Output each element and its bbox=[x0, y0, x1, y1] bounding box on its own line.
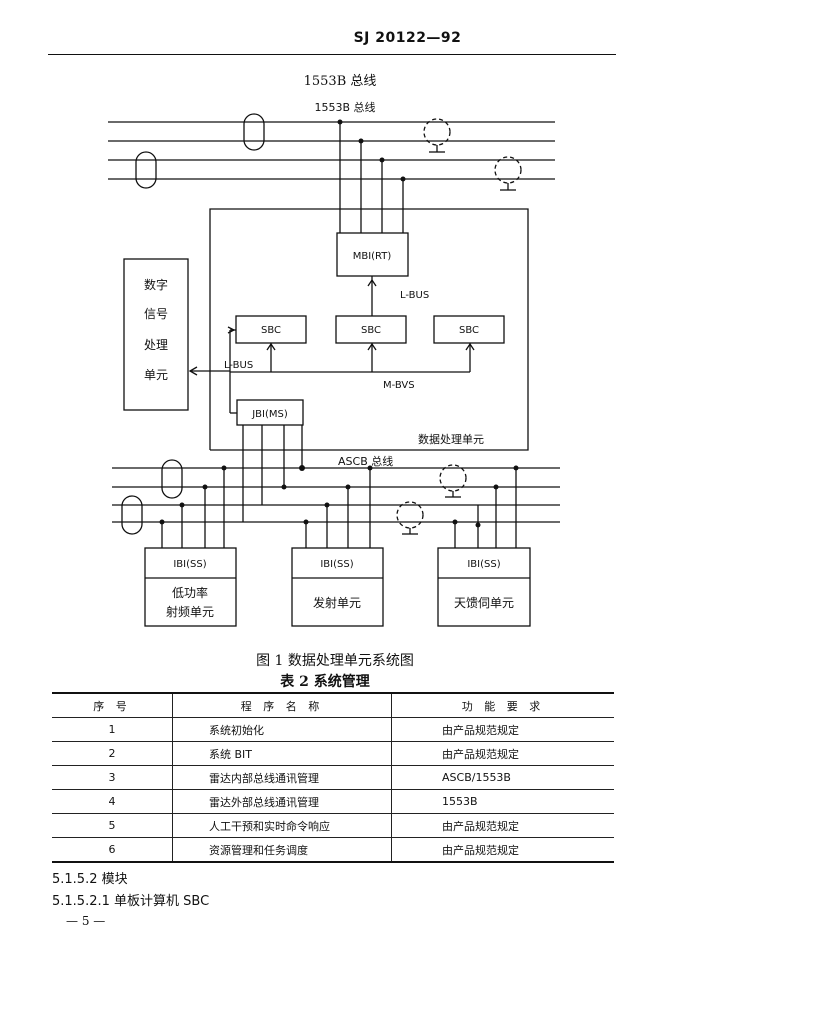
bus-coupler bbox=[121, 495, 143, 535]
terminator bbox=[396, 501, 424, 529]
sbc-label-3: SBC bbox=[459, 325, 479, 336]
cell-index: 6 bbox=[52, 837, 173, 863]
cell-requirement: 1553B bbox=[391, 789, 614, 814]
cell-program: 雷达内部总线通讯管理 bbox=[172, 765, 392, 790]
cell-program: 系统初始化 bbox=[172, 717, 392, 742]
bus-1553b-label: 1553B 总线 bbox=[314, 100, 375, 114]
terminator bbox=[494, 156, 522, 184]
unit-low-power-rf bbox=[144, 547, 237, 627]
bus-coupler bbox=[135, 151, 157, 189]
page-number: — 5 — bbox=[66, 914, 106, 928]
unit-transmitter-label: 发射单元 bbox=[313, 595, 361, 610]
dsp-label-2: 信号 bbox=[144, 307, 168, 321]
standard-number-header: SJ 20122—92 bbox=[353, 30, 462, 46]
table-row: 5 人工干预和实时命令响应 由产品规范规定 bbox=[52, 813, 614, 838]
jbi-block bbox=[236, 399, 304, 426]
cell-index: 1 bbox=[52, 717, 173, 742]
sbc-block-3 bbox=[433, 315, 505, 344]
table-row: 2 系统 BIT 由产品规范规定 bbox=[52, 741, 614, 766]
header-rule bbox=[48, 54, 616, 55]
terminator bbox=[423, 118, 451, 146]
system-diagram: 1553B 总线 MBI(RT) L-BUS SBC SBC SBC L-BUS… bbox=[108, 100, 560, 627]
lbus-top-label: L-BUS bbox=[400, 290, 429, 301]
dsp-label-1: 数字 bbox=[144, 277, 168, 292]
mbi-label: MBI(RT) bbox=[353, 251, 392, 262]
dsp-label-4: 单元 bbox=[144, 368, 168, 382]
cell-program: 资源管理和任务调度 bbox=[172, 837, 392, 863]
jbi-label: JBI(MS) bbox=[251, 409, 288, 420]
ibi-label-2: IBI(SS) bbox=[320, 559, 353, 570]
bus-coupler bbox=[161, 459, 183, 499]
cell-requirement: ASCB/1553B bbox=[391, 765, 614, 790]
lbus-left-label: L-BUS bbox=[224, 360, 253, 371]
figure-top-title: 1553B 总线 bbox=[303, 74, 377, 89]
cell-index: 5 bbox=[52, 813, 173, 838]
sbc-block-2 bbox=[335, 315, 407, 344]
bus-coupler bbox=[243, 113, 265, 151]
table-row: 6 资源管理和任务调度 由产品规范规定 bbox=[52, 837, 614, 863]
table-row: 4 雷达外部总线通讯管理 1553B bbox=[52, 789, 614, 814]
unit-antenna bbox=[437, 547, 531, 627]
system-management-table: 序 号 程 序 名 称 功 能 要 求 1 系统初始化 由产品规范规定 2 系统… bbox=[52, 692, 614, 863]
ascb-bus-label: ASCB 总线 bbox=[338, 454, 393, 468]
dpu-label: 数据处理单元 bbox=[418, 432, 484, 446]
mbvs-label: M-BVS bbox=[383, 380, 415, 391]
cell-requirement: 由产品规范规定 bbox=[391, 717, 614, 742]
unit-transmitter bbox=[291, 547, 384, 627]
cell-program: 人工干预和实时命令响应 bbox=[172, 813, 392, 838]
cell-index: 3 bbox=[52, 765, 173, 790]
clause-heading-module: 5.1.5.2 模块 bbox=[52, 872, 128, 887]
cell-index: 4 bbox=[52, 789, 173, 814]
column-header: 功 能 要 求 bbox=[391, 692, 614, 718]
sbc-label-1: SBC bbox=[261, 325, 281, 336]
dsp-label-3: 处理 bbox=[144, 338, 168, 352]
column-header: 程 序 名 称 bbox=[172, 692, 392, 718]
table-title: 表 2 系统管理 bbox=[280, 674, 370, 690]
figure-caption: 图 1 数据处理单元系统图 bbox=[256, 653, 414, 669]
sbc-label-2: SBC bbox=[361, 325, 381, 336]
unit-low-power-label-2: 射频单元 bbox=[166, 604, 214, 619]
clause-heading-sbc: 5.1.5.2.1 单板计算机 SBC bbox=[52, 894, 210, 909]
unit-antenna-label: 天馈伺单元 bbox=[454, 596, 514, 610]
cell-requirement: 由产品规范规定 bbox=[391, 741, 614, 766]
table-row: 3 雷达内部总线通讯管理 ASCB/1553B bbox=[52, 765, 614, 790]
dpu-boundary bbox=[209, 208, 529, 451]
table-row: 1 系统初始化 由产品规范规定 bbox=[52, 717, 614, 742]
cell-requirement: 由产品规范规定 bbox=[391, 813, 614, 838]
dsp-block bbox=[123, 258, 189, 411]
unit-low-power-label-1: 低功率 bbox=[172, 585, 208, 600]
ibi-label-3: IBI(SS) bbox=[467, 559, 500, 570]
ibi-label-1: IBI(SS) bbox=[173, 559, 206, 570]
terminator bbox=[439, 464, 467, 492]
cell-requirement: 由产品规范规定 bbox=[391, 837, 614, 863]
cell-program: 系统 BIT bbox=[172, 741, 392, 766]
junction-dots bbox=[159, 119, 519, 528]
column-header: 序 号 bbox=[52, 692, 173, 718]
cell-index: 2 bbox=[52, 741, 173, 766]
table-header-row: 序 号 程 序 名 称 功 能 要 求 bbox=[52, 692, 614, 718]
cell-program: 雷达外部总线通讯管理 bbox=[172, 789, 392, 814]
